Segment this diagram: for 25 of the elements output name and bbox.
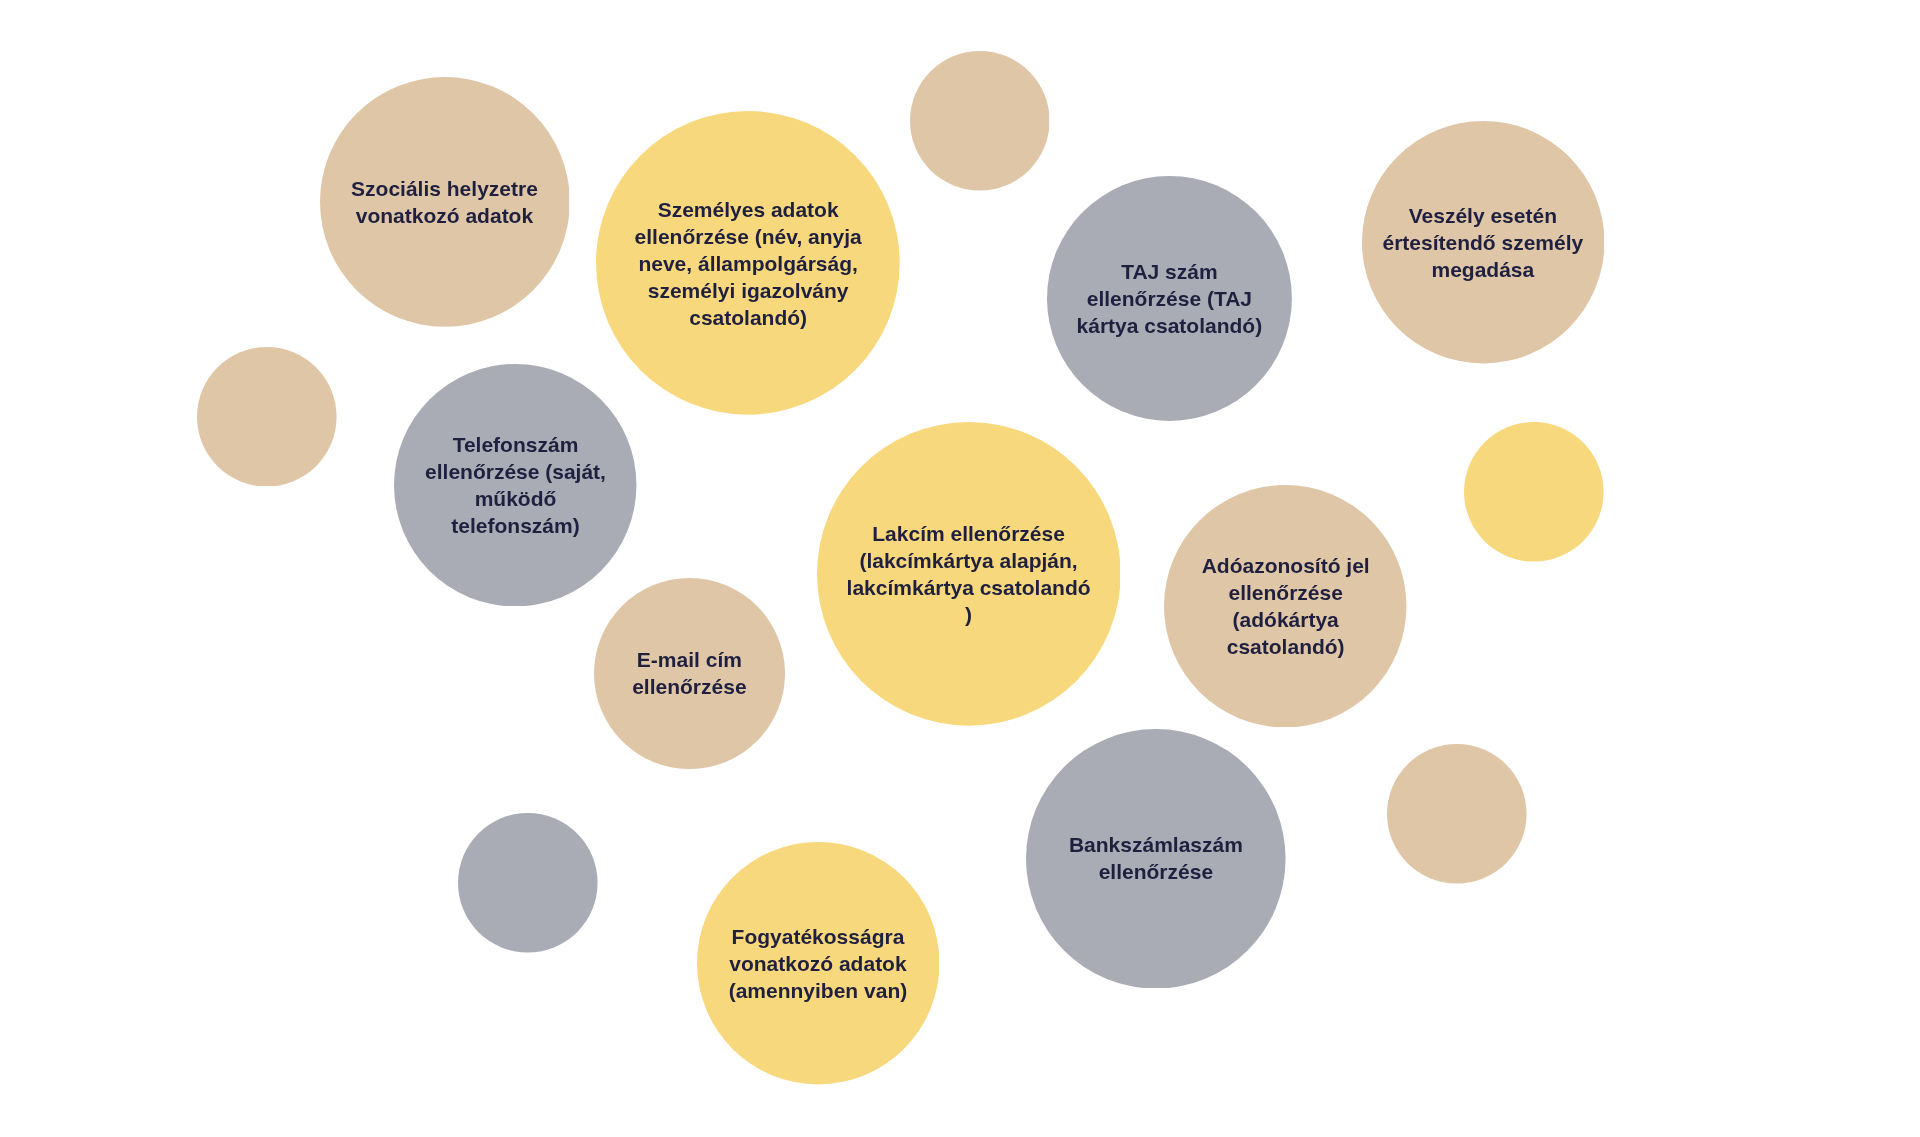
circle: [457, 813, 598, 953]
circle: [1046, 176, 1292, 422]
bubble-text: Lakcím ellenőrzése (lakcímkártya alapján, lakcímkártya csatolandó ): [846, 521, 1091, 629]
circle: [816, 422, 1121, 727]
circle: [1026, 728, 1286, 989]
circle: [593, 577, 785, 769]
bubble-text: Szociális helyzetre vonatkozó adatok: [350, 176, 539, 230]
bubble-text: TAJ szám ellenőrzése (TAJ kártya csatolandó): [1075, 259, 1264, 340]
circle: [1164, 484, 1407, 728]
circle: [197, 346, 337, 487]
circle: [1464, 422, 1605, 562]
circle: [696, 842, 940, 1085]
circle: [1361, 121, 1605, 364]
bubble-text: E-mail cím ellenőrzése: [631, 647, 748, 701]
bubble-text: Veszély esetén értesítendő személy megadása: [1381, 202, 1585, 283]
circle: [319, 77, 570, 327]
bubble-text: Bankszámlaszám ellenőrzése: [1067, 832, 1244, 886]
bubble-text: Fogyatékosságra vonatkozó adatok (amennyiben van): [727, 924, 909, 1005]
circle: [394, 363, 637, 607]
bubble-text: Személyes adatok ellenőrzése (név, anyja neve, állampolgárság, személyi igazolvány csatolandó): [633, 196, 863, 331]
circle: [1387, 744, 1527, 885]
bubble-text: Telefonszám ellenőrzése (saját, működő telefonszám): [424, 431, 607, 539]
circle: [909, 51, 1050, 191]
bubble-text: Adóazonosító jel ellenőrzése (adókártya csatolandó): [1200, 553, 1371, 661]
circle: [596, 111, 900, 416]
